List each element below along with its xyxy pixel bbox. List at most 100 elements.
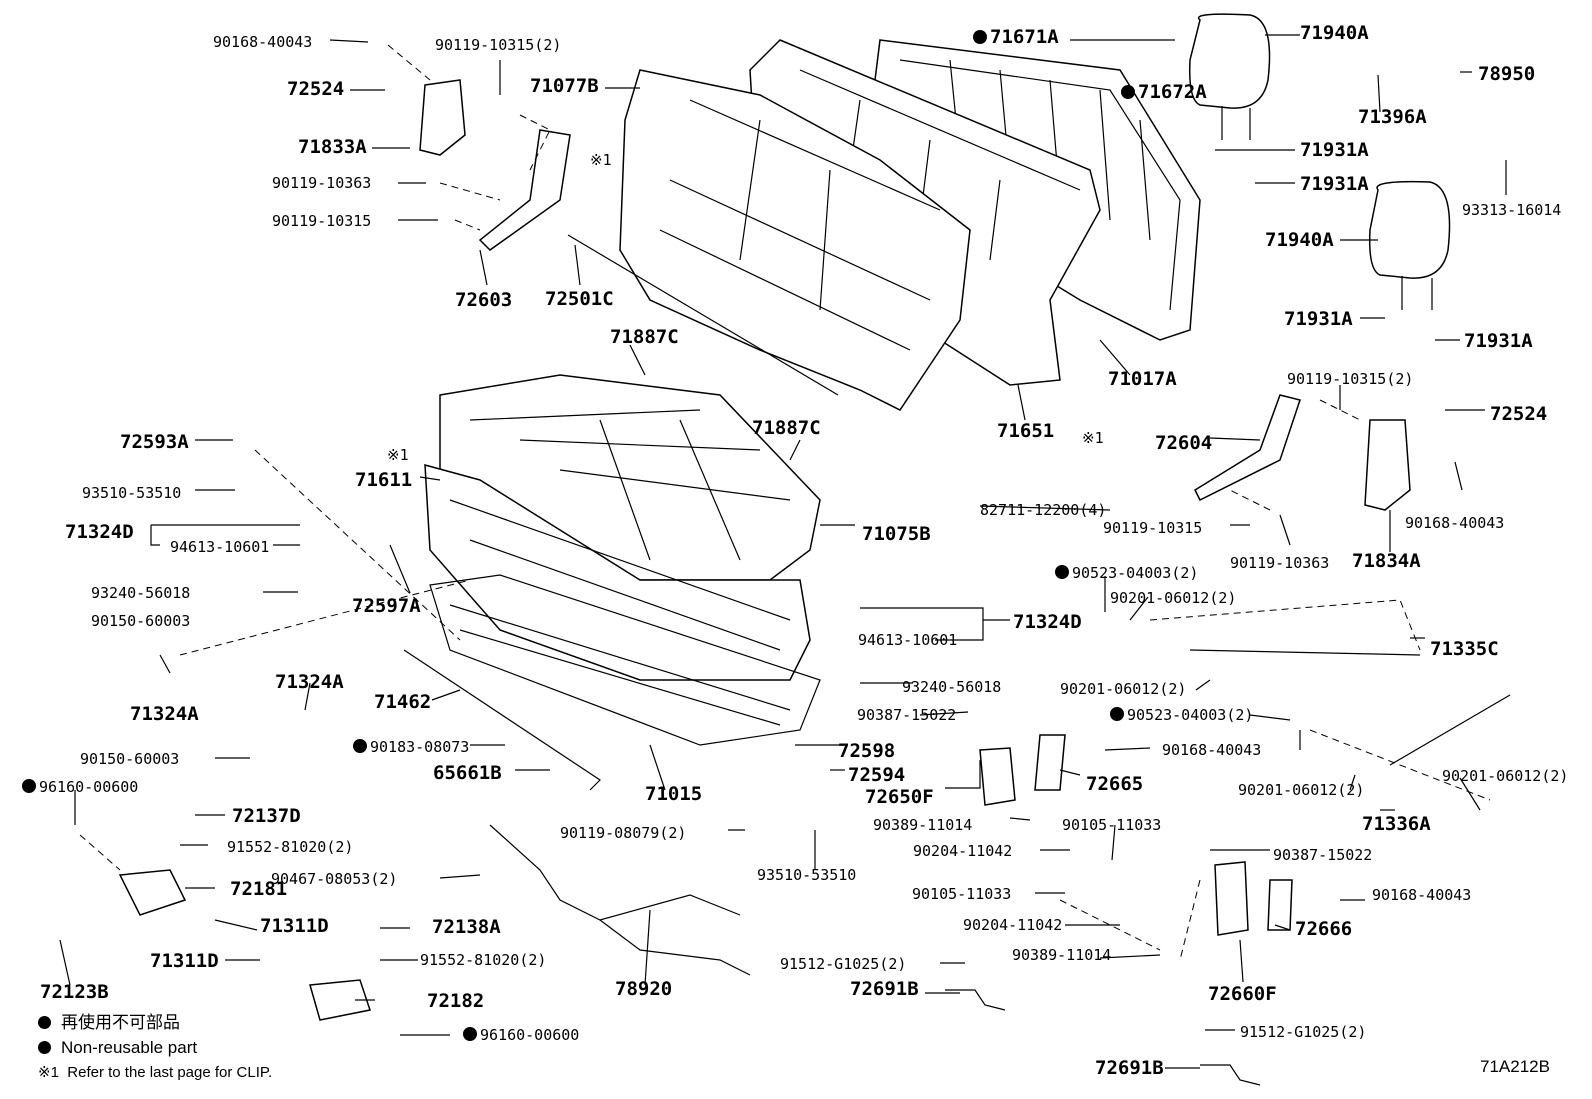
part-label-p72501C: 72501C (545, 288, 614, 310)
part-label-p71931A-b: 71931A (1300, 173, 1369, 195)
part-label-p90119-10315-2b: 90119-10315(2) (1287, 370, 1413, 388)
part-label-p65661B: 65661B (433, 762, 502, 784)
part-label-p90150-60003-b: 90150-60003 (80, 750, 179, 768)
part-label-p90119-10315-2a: 90119-10315(2) (435, 36, 561, 54)
part-label-p71931A-a: 71931A (1300, 139, 1369, 161)
figure-code: 71A212B (1480, 1057, 1550, 1076)
bracket-drawing-lower (1200, 1064, 1261, 1086)
part-label-p72598: 72598 (838, 740, 895, 762)
part-label-p72604: 72604 (1155, 432, 1212, 454)
part-label-p94613-10601-b: 94613-10601 (858, 631, 957, 649)
part-label-p90183-08073: 90183-08073 (370, 738, 469, 756)
part-label-p93313-16014: 93313-16014 (1462, 201, 1561, 219)
part-label-p90204-11042-a: 90204-11042 (913, 842, 1012, 860)
part-label-p90105-11033-b: 90105-11033 (912, 885, 1011, 903)
part-label-p90119-10363-a: 90119-10363 (272, 174, 371, 192)
part-label-p71396A: 71396A (1358, 106, 1427, 128)
leader-lines (59, 34, 1507, 1069)
latch-drawing-upper (979, 734, 1066, 806)
seat-frame-drawing (429, 574, 821, 746)
hinge-drawing-right (1194, 394, 1301, 502)
part-label-p90467-08053: 90467-08053(2) (271, 870, 397, 888)
part-label-p72182: 72182 (427, 990, 484, 1012)
part-label-p71336A: 71336A (1362, 813, 1431, 835)
nonreusable-bullet-icon (463, 1027, 477, 1041)
part-label-p91552-81020-a: 91552-81020(2) (227, 838, 353, 856)
part-label-p72603: 72603 (455, 289, 512, 311)
latch-drawing-lower (1214, 861, 1293, 936)
part-label-p72650F: 72650F (865, 786, 934, 808)
part-label-p90204-11042-b: 90204-11042 (963, 916, 1062, 934)
part-label-clip-2: ※1 (387, 446, 409, 464)
seat-hinge-drawing-upper (118, 869, 187, 916)
part-label-p90168-40043-c: 90168-40043 (1162, 741, 1261, 759)
part-label-p71335C: 71335C (1430, 638, 1499, 660)
headrest-drawing-lower (1368, 180, 1451, 310)
part-label-clip-3: ※1 (1082, 429, 1104, 447)
nonreusable-bullet-icon (22, 779, 36, 793)
legend-nonreusable-en: Non-reusable part (61, 1038, 198, 1057)
part-label-p90523-04003-a: 90523-04003(2) (1072, 564, 1198, 582)
part-label-p71311D-a: 71311D (260, 915, 329, 937)
part-label-p91552-81020-b: 91552-81020(2) (420, 951, 546, 969)
part-label-p71611: 71611 (355, 469, 412, 491)
part-label-clip-1: ※1 (590, 151, 612, 169)
part-label-p71311D-b: 71311D (150, 950, 219, 972)
part-label-p90201-06012-a: 90201-06012(2) (1110, 589, 1236, 607)
part-label-p71931A-c: 71931A (1284, 308, 1353, 330)
part-label-p71324D-a: 71324D (65, 521, 134, 543)
legend: 再使用不可部品 Non-reusable part ※1 Refer to th… (38, 1010, 272, 1085)
part-label-p72660F: 72660F (1208, 983, 1277, 1005)
seat-hinge-drawing-lower (309, 979, 371, 1021)
part-label-p93240-56018-b: 93240-56018 (902, 678, 1001, 696)
part-label-p72666: 72666 (1295, 918, 1352, 940)
part-label-p94613-10601-a: 94613-10601 (170, 538, 269, 556)
nonreusable-bullet-icon (973, 30, 987, 44)
part-label-p93510-53510-a: 93510-53510 (82, 484, 181, 502)
part-label-p90201-06012-c: 90201-06012(2) (1238, 781, 1364, 799)
part-label-p78950: 78950 (1478, 63, 1535, 85)
part-label-p71887C-b: 71887C (752, 417, 821, 439)
part-label-p96160-00600-a: 96160-00600 (39, 778, 138, 796)
legend-row-jp: 再使用不可部品 (38, 1010, 272, 1035)
nonreusable-bullet-icon (38, 1041, 51, 1054)
part-label-p78920: 78920 (615, 978, 672, 1000)
part-label-p90201-06012-d: 90201-06012(2) (1442, 767, 1568, 785)
part-label-p71887C-a: 71887C (610, 326, 679, 348)
nonreusable-bullet-icon (1055, 565, 1069, 579)
part-label-p90119-10315-b: 90119-10315 (1103, 519, 1202, 537)
seat-cushion-drawing (424, 374, 821, 681)
part-label-p91512-G1025-a: 91512-G1025(2) (780, 955, 906, 973)
assembly-dash-lines (79, 44, 1491, 961)
part-label-p71015: 71015 (645, 783, 702, 805)
hinge-drawing-left (478, 129, 571, 251)
part-label-p71324A-b: 71324A (130, 703, 199, 725)
clip-note: Refer to the last page for CLIP. (67, 1064, 273, 1081)
nonreusable-bullet-icon (353, 739, 367, 753)
part-label-p90150-60003-a: 90150-60003 (91, 612, 190, 630)
part-label-p90119-10315-a: 90119-10315 (272, 212, 371, 230)
part-label-p71931A-d: 71931A (1464, 330, 1533, 352)
part-label-p93510-53510-b: 93510-53510 (757, 866, 856, 884)
part-label-p90523-04003-b: 90523-04003(2) (1127, 706, 1253, 724)
part-label-p90389-11014-a: 90389-11014 (873, 816, 972, 834)
legend-row-en: Non-reusable part (38, 1035, 272, 1060)
cover-drawing-left (419, 79, 466, 156)
part-label-p72691B-b: 72691B (1095, 1057, 1164, 1079)
cover-drawing-right (1364, 419, 1411, 511)
part-label-p72181: 72181 (230, 878, 287, 900)
part-label-p71672A: 71672A (1138, 81, 1207, 103)
part-label-p71324A-a: 71324A (275, 671, 344, 693)
nonreusable-bullet-icon (1121, 85, 1135, 99)
part-label-p90105-11033-a: 90105-11033 (1062, 816, 1161, 834)
part-label-p90168-40043-a: 90168-40043 (213, 33, 312, 51)
part-label-p90387-15022-b: 90387-15022 (1273, 846, 1372, 864)
part-label-p90168-40043-b: 90168-40043 (1405, 514, 1504, 532)
seat-back-cover-drawing (619, 69, 971, 411)
part-label-p90387-15022-a: 90387-15022 (857, 706, 956, 724)
rod-drawings (403, 234, 1511, 791)
part-label-p96160-00600-b: 96160-00600 (480, 1026, 579, 1044)
part-label-p90201-06012-b: 90201-06012(2) (1060, 680, 1186, 698)
